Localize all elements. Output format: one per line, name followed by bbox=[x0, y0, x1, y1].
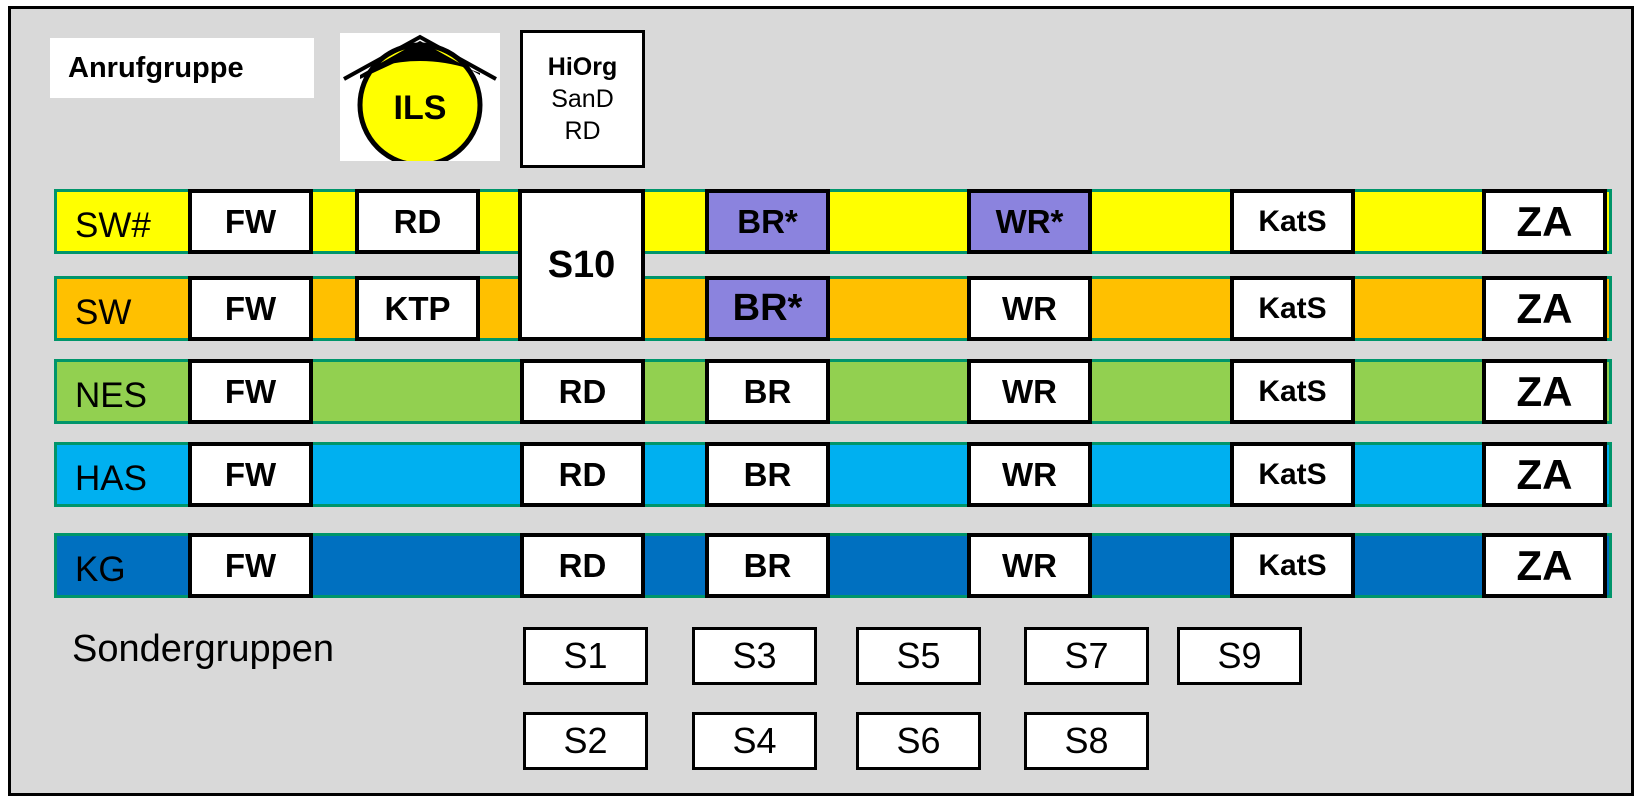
special-button-s4[interactable]: S4 bbox=[692, 712, 817, 770]
cell-rd[interactable]: RD bbox=[355, 189, 480, 254]
ils-logo: ILS bbox=[340, 33, 500, 168]
special-button-s9[interactable]: S9 bbox=[1177, 627, 1302, 685]
cell-br-star[interactable]: BR* bbox=[705, 276, 830, 341]
cell-kats[interactable]: KatS bbox=[1230, 359, 1355, 424]
cell-wr-star[interactable]: WR* bbox=[967, 189, 1092, 254]
cell-fw[interactable]: FW bbox=[188, 359, 313, 424]
cell-rd[interactable]: RD bbox=[520, 533, 645, 598]
cell-kats[interactable]: KatS bbox=[1230, 442, 1355, 507]
cell-fw[interactable]: FW bbox=[188, 189, 313, 254]
hiorg-line-1: HiOrg bbox=[547, 53, 618, 81]
special-button-s2[interactable]: S2 bbox=[523, 712, 648, 770]
row-label: SW# bbox=[75, 206, 151, 245]
cell-kats[interactable]: KatS bbox=[1230, 533, 1355, 598]
cell-br[interactable]: BR bbox=[705, 442, 830, 507]
cell-ktp[interactable]: KTP bbox=[355, 276, 480, 341]
special-button-s7[interactable]: S7 bbox=[1024, 627, 1149, 685]
cell-za[interactable]: ZA bbox=[1482, 442, 1607, 507]
ils-logo-text: ILS bbox=[394, 89, 447, 127]
cell-za[interactable]: ZA bbox=[1482, 533, 1607, 598]
ils-logo-icon: ILS bbox=[343, 34, 497, 168]
special-button-s3[interactable]: S3 bbox=[692, 627, 817, 685]
cell-rd[interactable]: RD bbox=[520, 359, 645, 424]
title-label: Anrufgruppe bbox=[68, 52, 244, 84]
cell-kats[interactable]: KatS bbox=[1230, 189, 1355, 254]
row-label: HAS bbox=[75, 459, 147, 498]
special-button-s5[interactable]: S5 bbox=[856, 627, 981, 685]
cell-za[interactable]: ZA bbox=[1482, 189, 1607, 254]
hiorg-box: HiOrg SanD RD bbox=[520, 30, 645, 168]
hiorg-line-3: RD bbox=[564, 117, 601, 145]
cell-s10[interactable]: S10 bbox=[518, 189, 645, 341]
special-button-s8[interactable]: S8 bbox=[1024, 712, 1149, 770]
cell-rd[interactable]: RD bbox=[520, 442, 645, 507]
cell-za[interactable]: ZA bbox=[1482, 276, 1607, 341]
cell-kats[interactable]: KatS bbox=[1230, 276, 1355, 341]
cell-br[interactable]: BR bbox=[705, 359, 830, 424]
special-groups-label: Sondergruppen bbox=[72, 628, 334, 670]
cell-za[interactable]: ZA bbox=[1482, 359, 1607, 424]
hiorg-line-2: SanD bbox=[551, 85, 614, 113]
row-label: SW bbox=[75, 293, 132, 332]
cell-br[interactable]: BR bbox=[705, 533, 830, 598]
cell-br-star[interactable]: BR* bbox=[705, 189, 830, 254]
row-label: KG bbox=[75, 550, 126, 589]
title-box: Anrufgruppe bbox=[50, 38, 314, 98]
row-label: NES bbox=[75, 376, 147, 415]
cell-fw[interactable]: FW bbox=[188, 442, 313, 507]
cell-fw[interactable]: FW bbox=[188, 276, 313, 341]
cell-wr[interactable]: WR bbox=[967, 442, 1092, 507]
special-button-s1[interactable]: S1 bbox=[523, 627, 648, 685]
cell-fw[interactable]: FW bbox=[188, 533, 313, 598]
cell-wr[interactable]: WR bbox=[967, 533, 1092, 598]
cell-wr[interactable]: WR bbox=[967, 276, 1092, 341]
cell-wr[interactable]: WR bbox=[967, 359, 1092, 424]
special-button-s6[interactable]: S6 bbox=[856, 712, 981, 770]
